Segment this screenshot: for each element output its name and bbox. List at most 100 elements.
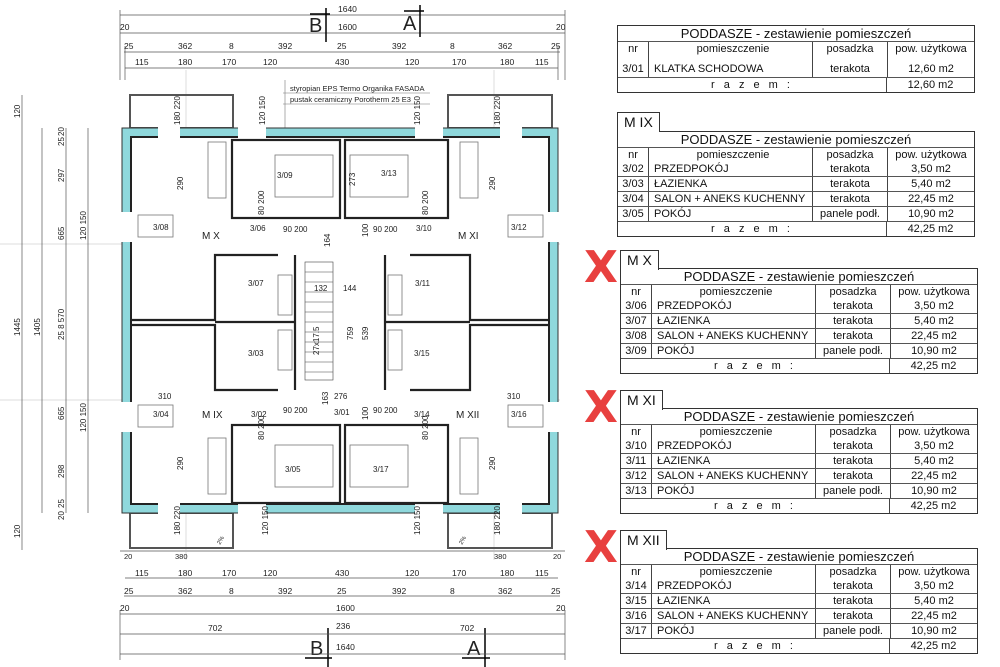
cell-nr: 3/11 bbox=[621, 454, 652, 468]
red-x-mark: X bbox=[584, 522, 618, 573]
cell-room: PRZEDPOKÓJ bbox=[652, 439, 816, 453]
dim: 290 bbox=[488, 456, 497, 470]
cell-nr: 3/13 bbox=[621, 484, 652, 498]
table-title: PODDASZE - zestawienie pomieszczeń bbox=[618, 26, 974, 41]
header-room: pomieszczenie bbox=[652, 285, 816, 299]
total-value: 42,25 m2 bbox=[910, 500, 957, 512]
header-nr: nr bbox=[621, 425, 652, 439]
dim: 8 bbox=[450, 41, 455, 51]
dim: 180 bbox=[500, 57, 514, 67]
dim: 120 bbox=[263, 568, 277, 578]
cell-nr: 3/04 bbox=[618, 192, 649, 206]
dim: 298 bbox=[57, 464, 66, 478]
cell-room: ŁAZIENKA bbox=[652, 594, 816, 608]
dim: 362 bbox=[178, 586, 192, 596]
dim: 276 bbox=[334, 392, 348, 401]
cell-floor: terakota bbox=[816, 454, 891, 468]
dim: 90 200 bbox=[283, 225, 308, 234]
staircase bbox=[304, 261, 334, 381]
dim: 8 bbox=[450, 586, 455, 596]
cell-room: PRZEDPOKÓJ bbox=[652, 579, 816, 593]
header-area: pow. użytkowa bbox=[895, 43, 967, 55]
unit-m-xi: M XI bbox=[458, 231, 479, 242]
cell-nr: 3/10 bbox=[621, 439, 652, 453]
room-3-12: 3/12 bbox=[511, 223, 527, 232]
dim: 392 bbox=[278, 41, 292, 51]
cell-area: 22,45 m2 bbox=[911, 330, 957, 342]
cell-area: 10,90 m2 bbox=[911, 345, 957, 357]
room-3-08: 3/08 bbox=[153, 223, 169, 232]
cell-floor: terakota bbox=[816, 439, 891, 453]
table-title-text: PODDASZE - zestawienie pomieszczeń bbox=[683, 549, 915, 564]
dim: 170 bbox=[222, 568, 236, 578]
dim: 120 150 bbox=[261, 506, 270, 535]
dim: 90 200 bbox=[283, 406, 308, 415]
cell-nr: 3/05 bbox=[618, 207, 649, 221]
dim: 100 bbox=[361, 406, 370, 420]
room-schedule-table: PODDASZE - zestawienie pomieszczeń nr po… bbox=[620, 408, 978, 514]
cell-nr: 3/14 bbox=[621, 579, 652, 593]
unit-tab: M IX bbox=[617, 112, 660, 132]
dim-inner-top: 1600 bbox=[338, 22, 357, 32]
dim-overall-bottom: 1640 bbox=[336, 642, 355, 652]
dim: 27x17.5 bbox=[312, 326, 321, 355]
cell-room: SALON + ANEKS KUCHENNY bbox=[652, 469, 816, 483]
cell-floor: panele podł. bbox=[816, 344, 891, 358]
cell-floor: terakota bbox=[816, 314, 891, 328]
cell-floor: terakota bbox=[816, 609, 891, 623]
dim: 430 bbox=[335, 568, 349, 578]
dim: 392 bbox=[392, 41, 406, 51]
window-openings bbox=[120, 126, 560, 515]
section-b-bottom: B bbox=[310, 638, 323, 660]
cell-area: 5,40 m2 bbox=[914, 315, 954, 327]
dim: 115 bbox=[535, 568, 549, 578]
total-label: r a z e m : bbox=[618, 222, 887, 236]
cell-area: 12,60 m2 bbox=[908, 63, 954, 75]
table-title-text: PODDASZE - zestawienie pomieszczeń bbox=[680, 132, 912, 147]
interior-walls bbox=[132, 138, 548, 505]
room-3-04: 3/04 bbox=[153, 410, 169, 419]
cell-nr: 3/17 bbox=[621, 624, 652, 638]
dim: 20 bbox=[57, 127, 66, 136]
dim: 273 bbox=[348, 172, 357, 186]
dim: 25 bbox=[57, 499, 66, 508]
table-title: PODDASZE - zestawienie pomieszczeń bbox=[618, 132, 974, 147]
cell-floor: panele podł. bbox=[816, 624, 891, 638]
total-value: 42,25 m2 bbox=[910, 640, 957, 652]
dim: 290 bbox=[176, 456, 185, 470]
cell-area: 5,40 m2 bbox=[914, 455, 954, 467]
dim: 392 bbox=[278, 586, 292, 596]
dim: 20 bbox=[124, 552, 132, 561]
total-label: r a z e m : bbox=[621, 359, 890, 373]
dim: 2% bbox=[459, 535, 469, 546]
header-floor: posadzka bbox=[816, 285, 891, 299]
dim: 362 bbox=[178, 41, 192, 51]
total-value: 42,25 m2 bbox=[910, 360, 957, 372]
dim: 180 220 bbox=[493, 506, 502, 535]
dim: 380 bbox=[494, 552, 507, 561]
unit-tab: M XI bbox=[620, 390, 663, 410]
table-header: nr pomieszczenie posadzka pow. użytkowa bbox=[618, 41, 974, 56]
dim: 310 bbox=[158, 392, 172, 401]
dim: 1600 bbox=[336, 603, 355, 613]
dim: 100 bbox=[361, 223, 370, 237]
total-value: 12,60 m2 bbox=[907, 79, 954, 91]
total-label: r a z e m : bbox=[618, 78, 887, 92]
dim: 20 bbox=[57, 511, 66, 520]
table-header: nr pomieszczenie posadzka pow. użytkowa bbox=[621, 564, 977, 579]
dim: 25 bbox=[551, 41, 561, 51]
dim-row-bottom-2: 25 362 8 392 25 392 8 362 25 bbox=[124, 586, 561, 596]
dim: 362 bbox=[498, 586, 512, 596]
table-total-row: r a z e m : 42,25 m2 bbox=[621, 498, 977, 513]
header-nr: nr bbox=[618, 148, 649, 162]
cell-floor: panele podł. bbox=[816, 484, 891, 498]
cell-area: 3,50 m2 bbox=[914, 580, 954, 592]
left-dimension-lines bbox=[21, 95, 89, 550]
dim: 115 bbox=[535, 57, 549, 67]
